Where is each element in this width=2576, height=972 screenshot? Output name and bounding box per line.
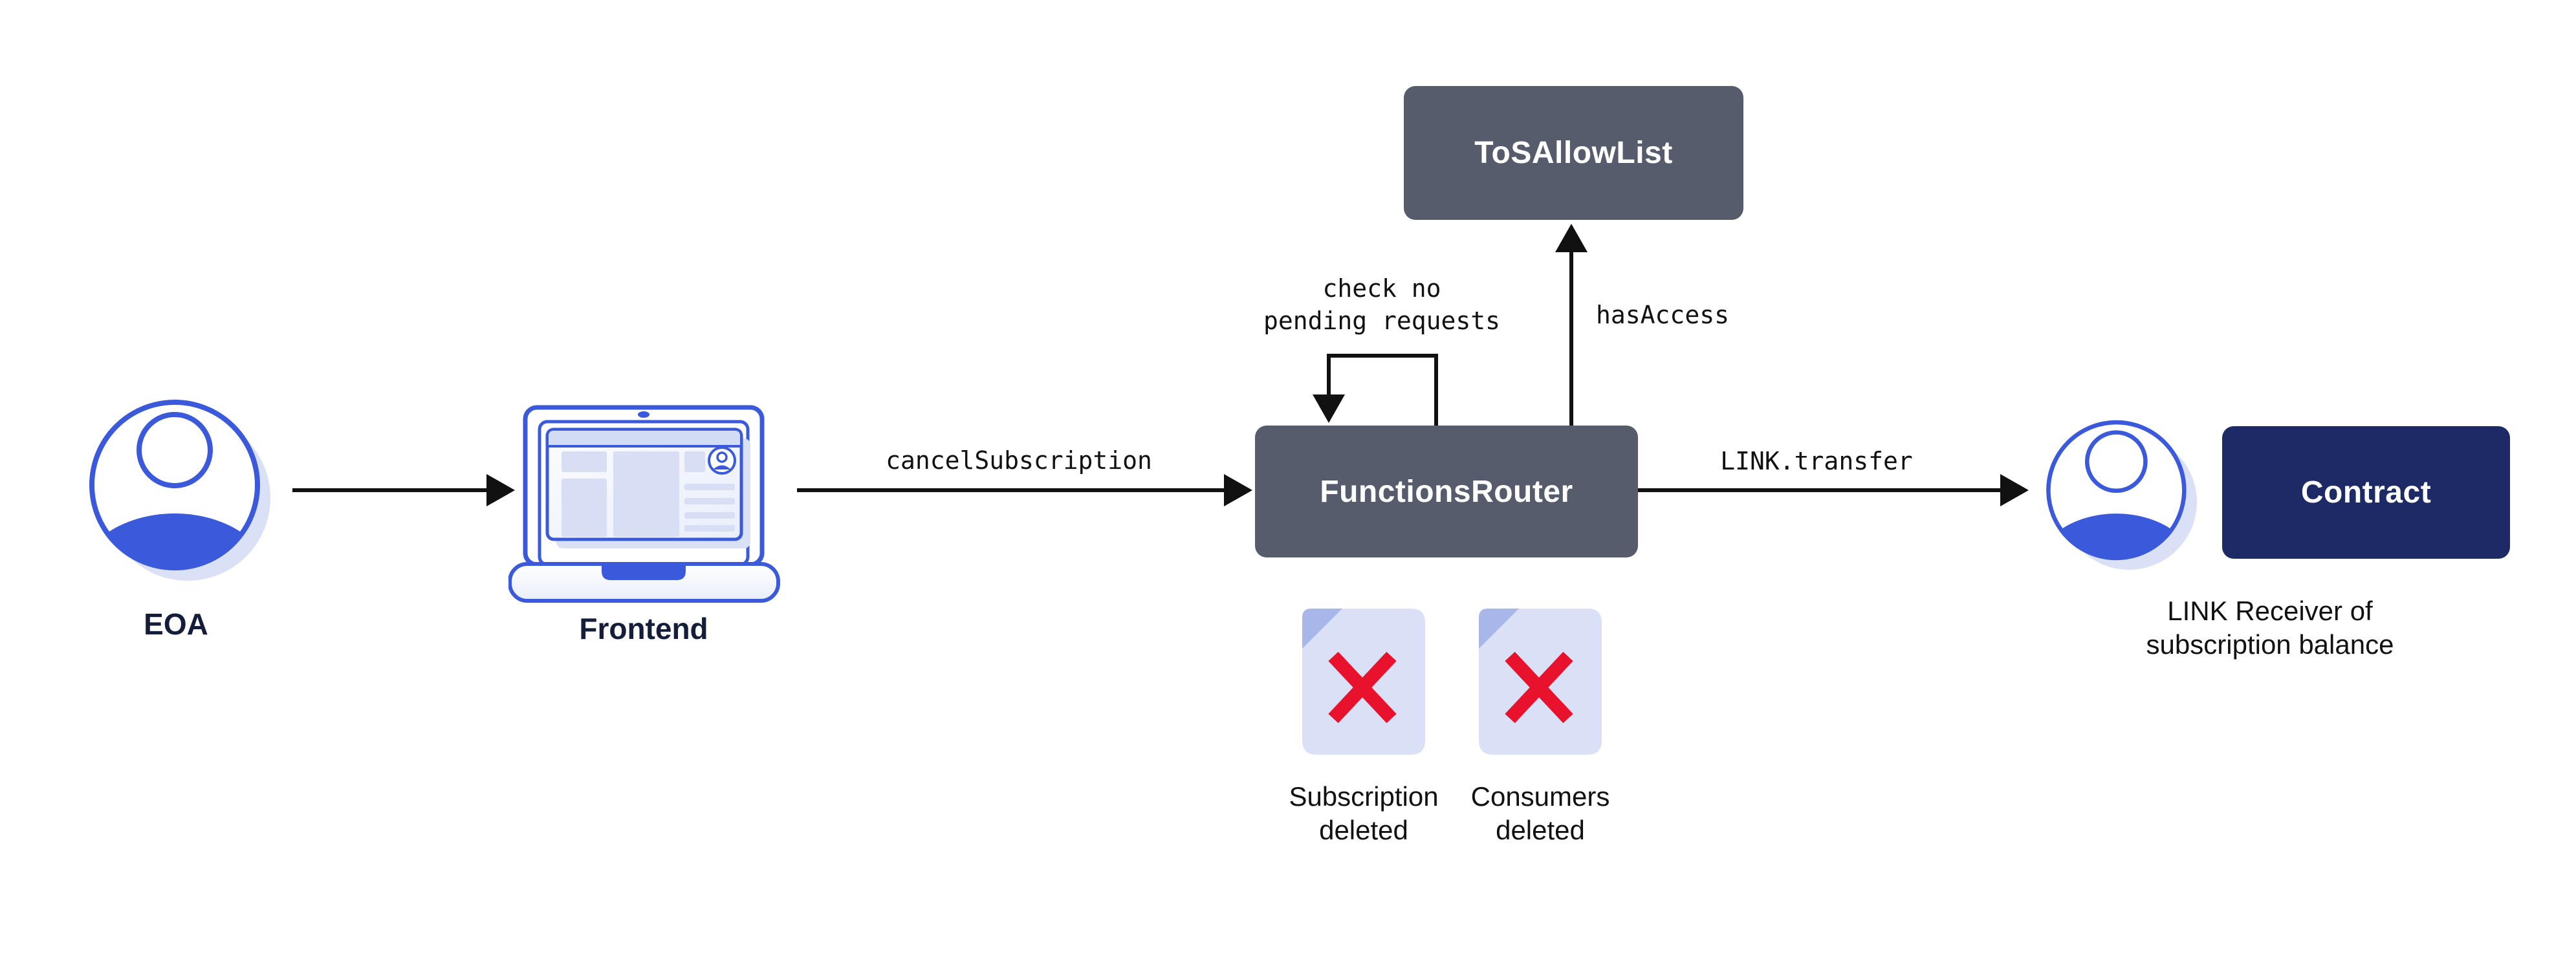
contract-label: Contract	[2300, 475, 2432, 510]
tos-allow-list-label: ToSAllowList	[1474, 136, 1673, 170]
eoa-label: EOA	[144, 607, 208, 641]
arrow-router-to-receiver	[1638, 474, 2029, 506]
base-notch	[602, 566, 686, 580]
link-receiver-line1: LINK Receiver of	[2167, 596, 2373, 626]
subscription-deleted-doc-icon	[1302, 609, 1425, 755]
link-receiver-user-icon	[2046, 420, 2197, 570]
edge-label-cancel-subscription: cancelSubscription	[886, 446, 1152, 475]
folded-corner	[1479, 609, 1519, 649]
functions-router-label: FunctionsRouter	[1320, 474, 1573, 509]
edge-label-has-access: hasAccess	[1596, 301, 1729, 329]
folded-corner	[1302, 609, 1342, 649]
node-contract: Contract	[2222, 426, 2510, 559]
edge-label-link-transfer: LINK.transfer	[1720, 447, 1913, 475]
subscription-deleted-caption: Subscription deleted	[1289, 780, 1438, 847]
arrow-hasaccess-router-to-tos	[1555, 224, 1588, 426]
edge-label-check-pending: check no pending requests	[1263, 272, 1500, 337]
link-receiver-line2: subscription balance	[2146, 629, 2394, 660]
frontend-label: Frontend	[579, 612, 708, 645]
link-receiver-caption: LINK Receiver of subscription balance	[2146, 594, 2394, 662]
node-tos-allow-list: ToSAllowList	[1404, 86, 1743, 220]
consumers-deleted-caption: Consumers deleted	[1471, 780, 1610, 847]
arrow-router-self-loop	[1313, 354, 1438, 426]
red-x-icon	[1328, 651, 1397, 724]
arrow-frontend-to-router	[797, 474, 1252, 506]
subscription-deleted-line2: deleted	[1319, 815, 1408, 845]
red-x-icon	[1505, 651, 1573, 724]
subscription-deleted-line1: Subscription	[1289, 781, 1439, 812]
browser-avatar-icon	[708, 446, 736, 475]
eoa-user-icon	[89, 400, 270, 581]
frontend-laptop-icon	[508, 405, 780, 603]
camera-dot	[638, 411, 649, 418]
node-functions-router: FunctionsRouter	[1255, 426, 1638, 557]
consumers-deleted-line1: Consumers	[1470, 781, 1610, 812]
check-pending-line1: check no	[1322, 274, 1441, 303]
head	[136, 412, 213, 488]
head	[2084, 430, 2148, 493]
browser-header-bar	[546, 428, 743, 448]
consumers-deleted-doc-icon	[1479, 609, 1602, 755]
arrow-eoa-to-frontend	[292, 474, 515, 506]
check-pending-line2: pending requests	[1263, 307, 1501, 335]
consumers-deleted-line2: deleted	[1496, 815, 1585, 845]
